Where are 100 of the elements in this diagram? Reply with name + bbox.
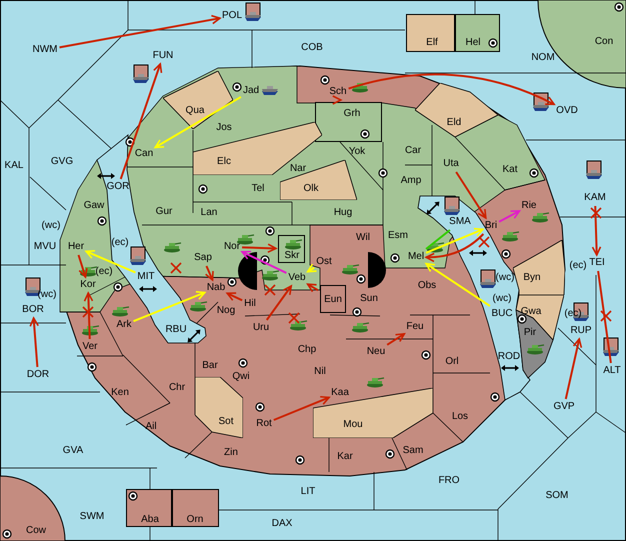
region-name: Nor <box>224 241 240 253</box>
region-box: Orn <box>172 489 219 527</box>
region-name: RUP <box>570 325 592 337</box>
order-arrow <box>29 317 40 368</box>
region-name: Con <box>594 36 614 48</box>
region-name: Sch <box>329 86 347 98</box>
region-name: Can <box>134 148 154 160</box>
coast-label: (wc) <box>492 293 512 305</box>
region-name: BOR <box>22 304 44 316</box>
order-arrow <box>425 233 484 262</box>
region-name: GVG <box>50 156 74 168</box>
region-name: Zin <box>224 447 238 459</box>
coast-label: (wc) <box>38 289 56 301</box>
coast-label: (wc) <box>496 272 514 284</box>
region-name: Ark <box>116 319 132 331</box>
region-box: Grh <box>315 102 382 142</box>
region-name: SMA <box>449 216 471 228</box>
order-arrow <box>84 292 94 340</box>
region-name: NOM <box>531 52 555 64</box>
region-name: Car <box>404 145 422 157</box>
region-name: Ken <box>111 387 129 399</box>
region-name: Gaw <box>84 200 104 212</box>
region-name: Kor <box>80 279 96 291</box>
region-name: NWM <box>32 44 58 56</box>
region-name: DOR <box>26 369 50 381</box>
region-name: GVP <box>553 401 575 413</box>
order-arrow <box>226 292 243 302</box>
region-box: Aba <box>126 489 172 527</box>
region-name: Bri <box>484 220 498 232</box>
region-name: Rie <box>522 200 536 212</box>
region-box: Eld <box>415 83 498 137</box>
region-name: Nil <box>314 366 326 378</box>
region-name: Kat <box>502 164 518 176</box>
coast-label: (ec) <box>111 237 129 249</box>
region-name: Uru <box>252 322 270 334</box>
region-name: FRO <box>438 475 460 487</box>
region-name: Jad <box>242 85 260 97</box>
order-arrow <box>306 263 318 273</box>
region-name: Obs <box>418 280 436 292</box>
region-name: TEI <box>589 257 605 269</box>
region-name: Rot <box>256 418 272 430</box>
region-name: Mel <box>408 251 424 263</box>
region-name: Hug <box>334 207 352 219</box>
order-arrow <box>592 206 602 256</box>
coast-label: (ec) <box>95 266 113 278</box>
region-name: Sap <box>194 252 212 264</box>
region-name: GOR <box>106 181 130 193</box>
region-name: Los <box>452 411 468 423</box>
order-arrow <box>386 332 406 346</box>
region-name: Ost <box>316 256 332 268</box>
order-arrow <box>85 250 136 274</box>
order-arrow <box>564 338 582 400</box>
order-arrow <box>273 396 330 421</box>
region-name: POL <box>222 10 242 22</box>
region-box: Hel <box>455 14 500 52</box>
region-name: Uta <box>443 158 459 170</box>
region-name: Chr <box>168 382 186 394</box>
order-arrow <box>154 96 242 148</box>
region-name: Bar <box>202 360 218 372</box>
order-arrow <box>306 283 318 292</box>
region-name: Feu <box>406 321 424 333</box>
order-arrow <box>426 228 484 254</box>
region-name: Nab <box>206 282 226 294</box>
region-name: Kaa <box>331 387 349 399</box>
region-name: Esm <box>388 230 408 242</box>
coast-label: (wc) <box>42 220 60 232</box>
order-arrow <box>332 95 342 105</box>
order-arrow <box>242 243 277 253</box>
region-name: Ail <box>145 421 157 433</box>
region-name: Lan <box>200 207 218 219</box>
region-name: Tel <box>252 183 264 195</box>
region-name: Sam <box>402 445 424 457</box>
region-box: Elf <box>406 14 455 52</box>
order-arrow <box>498 210 520 223</box>
region-name: Nog <box>216 305 236 317</box>
region-name: KAL <box>4 160 24 172</box>
region-name: Chp <box>298 344 316 356</box>
region-name: Neu <box>366 346 386 358</box>
region-name: Cow <box>26 525 46 537</box>
coast-label: (ec) <box>569 260 587 272</box>
order-arrow <box>78 254 88 278</box>
region-name: Orl <box>445 356 459 368</box>
order-arrow <box>133 290 206 322</box>
region-name: OVD <box>556 105 578 117</box>
region-name: Veb <box>288 272 306 284</box>
order-arrow <box>348 73 555 106</box>
order-arrow <box>455 171 487 219</box>
region-name: Ver <box>82 341 98 353</box>
order-arrow <box>266 285 292 321</box>
region-name: MIT <box>137 271 155 283</box>
region-name: GVA <box>62 445 84 457</box>
order-arrow <box>59 14 221 48</box>
region-name: RBU <box>165 324 187 336</box>
region-name: Yok <box>348 146 366 158</box>
region-name: Her <box>68 241 84 253</box>
region-name: Amp <box>400 175 422 187</box>
region-name: Nar <box>290 163 306 175</box>
region-name: KAM <box>584 192 606 204</box>
order-arrow <box>204 266 214 281</box>
region-box: Byn <box>513 240 565 295</box>
